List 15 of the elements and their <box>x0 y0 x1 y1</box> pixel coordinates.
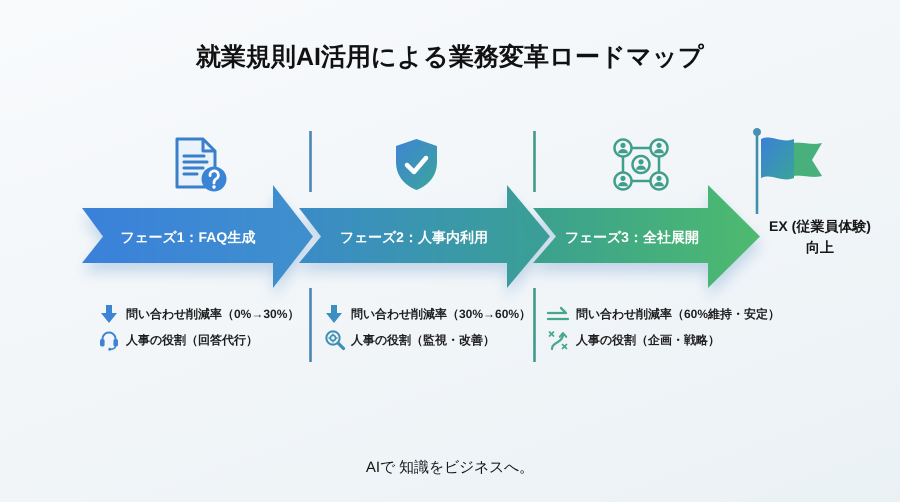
bullet-text: 問い合わせ削減率（0%→30%） <box>126 306 300 323</box>
phase-label: フェーズ1：FAQ生成 <box>120 228 256 246</box>
phase-banner <box>82 185 313 288</box>
tagline: AIで 知識をビジネスへ。 <box>366 458 534 478</box>
bullet-text: 問い合わせ削減率（30%→60%） <box>351 306 532 323</box>
title: 就業規則AI活用による業務変革ロードマップ <box>196 42 704 72</box>
phase-banner <box>533 185 760 288</box>
phase-banner <box>299 185 550 288</box>
phase-label: フェーズ2：人事内利用 <box>340 228 488 246</box>
bullet-text: 問い合わせ削減率（60%維持・安定） <box>576 306 780 323</box>
bullet-text: 人事の役割（監視・改善） <box>351 332 495 349</box>
bullet-text: 人事の役割（企画・戦略） <box>576 332 720 349</box>
bullet-text: 人事の役割（回答代行） <box>126 332 258 349</box>
goal-text: EX (従業員体験)向上 <box>768 217 872 257</box>
phase-label: フェーズ3：全社展開 <box>565 228 699 246</box>
